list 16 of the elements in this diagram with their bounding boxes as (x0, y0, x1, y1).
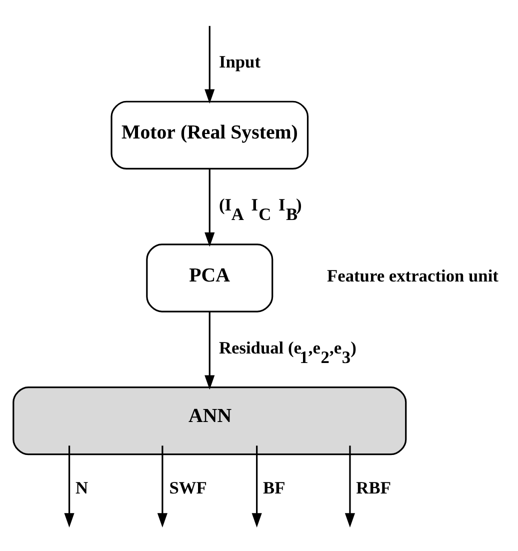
edge-label: RBF (356, 478, 391, 498)
edge-label: SWF (169, 478, 207, 498)
arrow (344, 446, 356, 528)
edge-label: BF (263, 478, 286, 498)
node-box: PCA (146, 244, 274, 312)
node-label: Feature extraction unit (327, 266, 498, 286)
arrow (204, 312, 215, 390)
node-box: Motor (Real System) (110, 100, 309, 170)
arrow (64, 446, 74, 528)
arrow (204, 168, 215, 247)
node-box: ANN (12, 386, 407, 456)
edge-label: Input (218, 52, 260, 72)
edge-label: N (76, 478, 88, 498)
arrow (204, 26, 215, 104)
arrow (252, 446, 262, 528)
arrow (157, 446, 168, 528)
